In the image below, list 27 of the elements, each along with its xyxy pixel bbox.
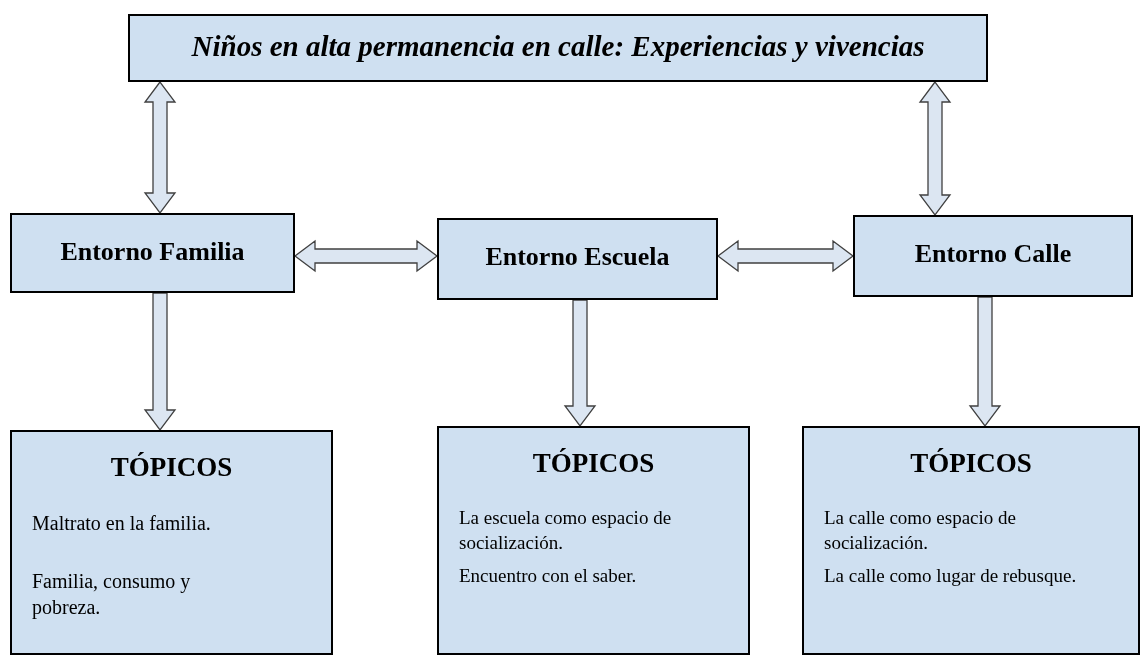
banner-text: Niños en alta permanencia en calle: Experiencias y vivencias: [190, 30, 926, 63]
block-arrow: [293, 239, 439, 273]
block-arrow: [563, 299, 597, 428]
topics-box: [802, 426, 1140, 655]
environment-box: [10, 213, 295, 293]
topic-item: Familia, consumo y pobreza.: [32, 569, 192, 620]
topic-item: La escuela como espacio de socialización.: [459, 506, 673, 555]
topic-item: La calle como espacio de socialización.: [824, 506, 1017, 555]
topics-box: [10, 430, 333, 655]
topics-heading: TÓPICOS: [109, 452, 234, 483]
topic-item: Maltrato en la familia.: [32, 511, 212, 536]
environment-box: [853, 215, 1133, 297]
environment-label: Entorno Calle: [913, 239, 1073, 269]
topics-box: [437, 426, 750, 655]
block-arrow: [143, 80, 177, 215]
block-arrow: [968, 296, 1002, 428]
environment-label: Entorno Familia: [59, 237, 246, 267]
block-arrow: [716, 239, 855, 273]
environment-label: Entorno Escuela: [484, 242, 671, 272]
environment-box: [437, 218, 718, 300]
topic-item: Encuentro con el saber.: [459, 564, 638, 588]
block-arrow: [143, 292, 177, 432]
block-arrow: [918, 80, 952, 217]
title-box: [128, 14, 988, 82]
topic-item: La calle como lugar de rebusque.: [824, 564, 1078, 588]
topics-heading: TÓPICOS: [909, 448, 1033, 479]
topics-heading: TÓPICOS: [531, 448, 656, 479]
